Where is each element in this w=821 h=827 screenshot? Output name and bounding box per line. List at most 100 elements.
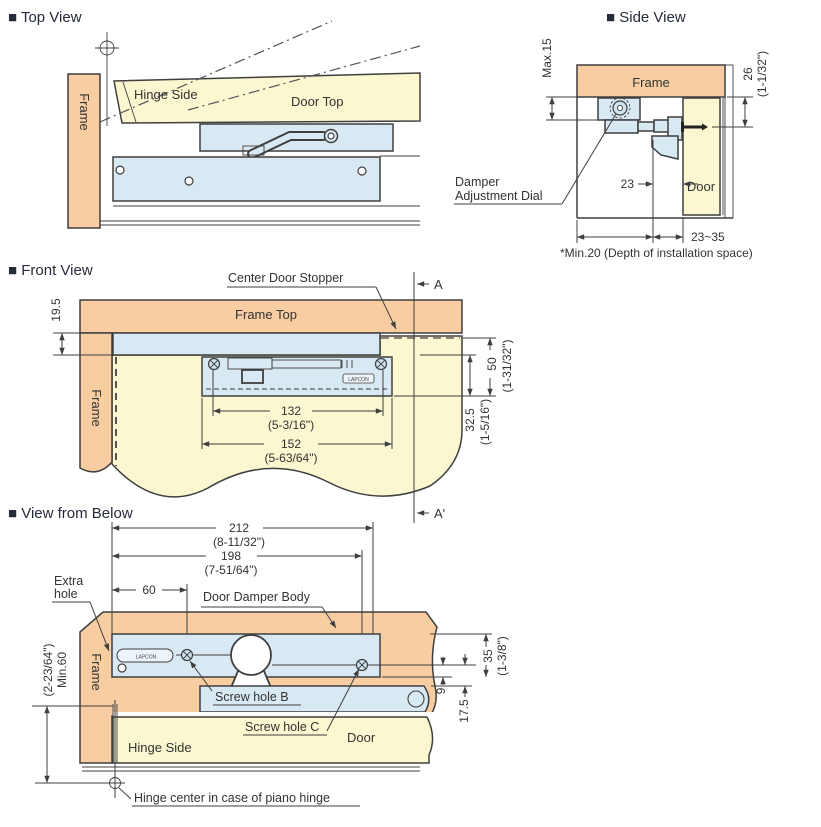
screw-left xyxy=(207,357,221,371)
side-view-frame-label: Frame xyxy=(632,75,670,90)
dim-9-label: 9 xyxy=(434,687,448,694)
door-damper-body-label: Door Damper Body xyxy=(203,590,311,604)
damper-arm xyxy=(249,133,326,157)
front-view-section: ■ Front View Frame Top Frame Center Door… xyxy=(8,262,514,523)
hinge-side-label: Hinge Side xyxy=(134,87,198,102)
dim-32-5-inch-label: (1-5/16") xyxy=(478,399,492,445)
dim-26-inch-label: (1-1/32") xyxy=(755,51,769,97)
min20-note: *Min.20 (Depth of installation space) xyxy=(560,246,753,260)
screw-hole-b-screw xyxy=(180,648,194,662)
top-view-section: ■ Top View Frame Hinge Side Door Top xyxy=(8,9,421,229)
dim-23-35-label: 23~35 xyxy=(691,230,725,244)
center-door-stopper-label: Center Door Stopper xyxy=(228,271,343,285)
hinge-wedge-line xyxy=(122,81,137,123)
top-view-door xyxy=(113,72,421,124)
dim-35-inch-label: (1-3/8") xyxy=(495,636,509,676)
open-door-centerline-1 xyxy=(99,20,333,123)
extra-hole xyxy=(117,663,127,673)
dim-17-5-label: 17.5 xyxy=(457,699,471,723)
top-view-damper-body xyxy=(199,123,394,152)
dim-50-inch-label: (1-31/32") xyxy=(500,340,514,393)
side-view-section: ■ Side View Frame Door Max.15 26 ( xyxy=(454,9,769,260)
section-a-label: A xyxy=(434,277,443,292)
below-view-section: ■ View from Below Frame 212 (8-11/32") 1… xyxy=(8,505,509,807)
leader-line xyxy=(89,601,110,652)
dim-212-label: 212 xyxy=(229,521,249,535)
arm-slider-block xyxy=(242,145,265,156)
top-view-frame-label: Frame xyxy=(77,93,92,131)
dim-35-label: 35 xyxy=(481,649,495,663)
dial-center xyxy=(617,105,623,111)
leader-line xyxy=(561,113,617,205)
leader-line xyxy=(189,660,213,692)
brand-logo-plate xyxy=(116,648,174,663)
below-view-title: ■ View from Below xyxy=(8,505,133,522)
dim-212-inch-label: (8-11/32") xyxy=(213,535,265,549)
leader-line xyxy=(326,668,360,732)
top-view-title: ■ Top View xyxy=(8,9,82,26)
below-view-frame-label: Frame xyxy=(89,653,104,691)
leader-line xyxy=(321,606,337,629)
extra-hole-label-line2: hole xyxy=(54,587,78,601)
side-view-frame xyxy=(576,64,726,98)
dim-min60-inch-label: (2-23/64") xyxy=(41,644,55,697)
front-view-frame-side xyxy=(79,332,113,473)
hinge-center-note: Hinge center in case of piano hinge xyxy=(134,791,330,805)
screw-tip xyxy=(702,123,708,131)
top-view-frame xyxy=(67,73,101,229)
catch-wedge xyxy=(651,135,679,160)
screw-hole-c-screw xyxy=(355,658,369,672)
body-rail-detail xyxy=(271,359,342,369)
side-view-title: ■ Side View xyxy=(606,9,686,26)
front-view-frame-top xyxy=(79,299,463,334)
damper-dial-label-line1: Damper xyxy=(455,175,499,189)
door-frame-gap xyxy=(113,712,433,717)
leader-line xyxy=(118,787,132,800)
body-latch-detail xyxy=(241,369,264,384)
damper-lower-block xyxy=(604,119,639,134)
plate-hole-1 xyxy=(115,165,125,175)
brand-logo-plate xyxy=(342,373,375,384)
brand-logo-text: LAPCON xyxy=(136,655,157,661)
dim-50-label: 50 xyxy=(485,357,499,371)
dim-152-inch-label: (5-63/64") xyxy=(265,451,318,465)
front-view-frame-label: Frame xyxy=(89,389,104,427)
dim-32-5-label: 32.5 xyxy=(463,408,477,432)
open-door-centerline-2 xyxy=(187,45,421,111)
dial-dashed-circle xyxy=(609,97,631,119)
side-view-door xyxy=(682,97,721,216)
dim-132-label: 132 xyxy=(281,404,301,418)
dim-19-5-label: 19.5 xyxy=(49,298,63,322)
dim-23-label: 23 xyxy=(621,177,635,191)
dim-60-label: 60 xyxy=(142,583,156,597)
dim-max15-label: Max.15 xyxy=(540,38,554,78)
extra-hole-label-line1: Extra xyxy=(54,574,83,588)
side-view-door-label: Door xyxy=(687,179,716,194)
top-view-catch-plate xyxy=(112,156,381,202)
plate-hole-3 xyxy=(357,166,367,176)
front-view-title: ■ Front View xyxy=(8,262,93,279)
below-view-door-label: Door xyxy=(347,730,376,745)
screw-head xyxy=(681,122,684,132)
dim-26-label: 26 xyxy=(741,67,755,81)
door-top-label: Door Top xyxy=(291,94,344,109)
hinge-side-label: Hinge Side xyxy=(128,740,192,755)
plate-hole-2 xyxy=(184,176,194,186)
dim-min60-label: Min.60 xyxy=(55,652,69,688)
dim-198-label: 198 xyxy=(221,549,241,563)
catch-circle xyxy=(230,634,272,676)
screw-hole-c-label: Screw hole C xyxy=(245,720,319,734)
stopper-rail xyxy=(112,332,381,356)
dim-132-inch-label: (5-3/16") xyxy=(268,418,314,432)
dim-198-inch-label: (7-51/64") xyxy=(205,563,258,577)
section-a-prime-label: A' xyxy=(434,506,445,521)
dim-152-label: 152 xyxy=(281,437,301,451)
below-view-door xyxy=(112,716,434,764)
screw-hole-b-label: Screw hole B xyxy=(215,690,289,704)
leader-line xyxy=(375,286,397,330)
plate-end-hole xyxy=(407,690,425,708)
screw-right xyxy=(374,357,388,371)
brand-logo-text: LAPCON xyxy=(348,377,369,383)
